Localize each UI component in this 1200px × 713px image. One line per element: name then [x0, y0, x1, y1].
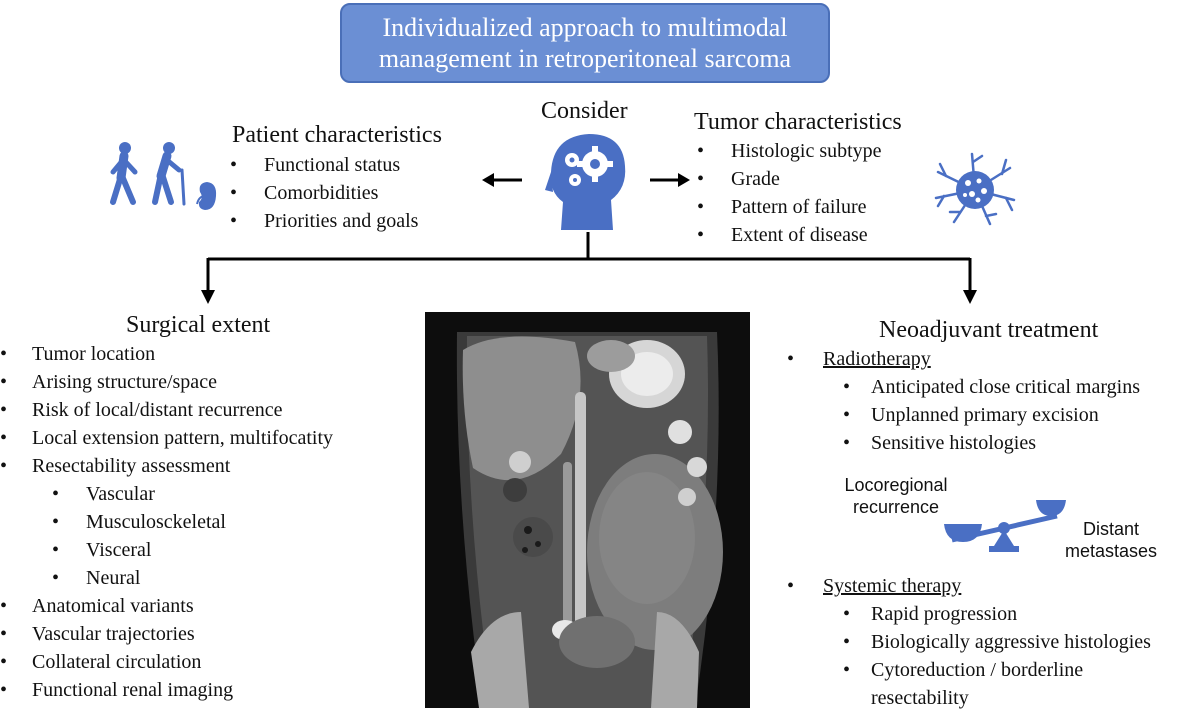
- balance-left-label: Locoregional recurrence: [844, 475, 948, 517]
- list-item: Extent of disease: [697, 221, 882, 249]
- tumor-cell-icon: [934, 152, 1016, 226]
- list-item: Anticipated close critical margins: [787, 373, 1140, 401]
- list-item: Arising structure/space: [0, 368, 333, 396]
- list-item-continuation: resectability: [871, 687, 969, 709]
- kidney-icon: [196, 182, 217, 210]
- arrow-right: [650, 173, 690, 187]
- walking-people-icon: [110, 142, 186, 206]
- ct-scan-image: [425, 312, 750, 708]
- list-item: Unplanned primary excision: [787, 401, 1140, 429]
- list-item: Rapid progression: [787, 600, 1151, 628]
- surgical-heading: Surgical extent: [126, 312, 271, 338]
- title-box: Individualized approach to multimodal ma…: [340, 3, 830, 83]
- list-item: Grade: [697, 165, 882, 193]
- tumor-heading: Tumor characteristics: [694, 109, 902, 135]
- head-gears-icon: [545, 134, 626, 230]
- patient-list: Functional status Comorbidities Prioriti…: [230, 151, 418, 235]
- list-item: Resectability assessment: [0, 452, 333, 480]
- tumor-list: Histologic subtype Grade Pattern of fail…: [697, 137, 882, 249]
- list-item: Biologically aggressive histologies: [787, 628, 1151, 656]
- patient-heading: Patient characteristics: [232, 122, 442, 148]
- list-item: Anatomical variants: [0, 592, 333, 620]
- list-item: Functional status: [230, 151, 418, 179]
- list-item: Collateral circulation: [0, 648, 333, 676]
- radiotherapy-label: Radiotherapy: [823, 348, 931, 370]
- list-item: Neural: [0, 564, 333, 592]
- list-item: Local extension pattern, multifocatity: [0, 424, 333, 452]
- arrow-left: [482, 173, 522, 187]
- neoadjuvant-radio-list: Radiotherapy Anticipated close critical …: [787, 345, 1140, 457]
- list-item: Vascular: [0, 480, 333, 508]
- consider-label: Consider: [541, 98, 628, 124]
- list-item: Tumor location: [0, 340, 333, 368]
- neoadjuvant-systemic-list: Systemic therapy Rapid progression Biolo…: [787, 572, 1151, 712]
- neoadjuvant-heading: Neoadjuvant treatment: [879, 317, 1099, 343]
- list-item: Comorbidities: [230, 179, 418, 207]
- systemic-therapy-label: Systemic therapy: [823, 575, 962, 597]
- list-item: Histologic subtype: [697, 137, 882, 165]
- list-item: Priorities and goals: [230, 207, 418, 235]
- list-item: Pattern of failure: [697, 193, 882, 221]
- list-item: Visceral: [0, 536, 333, 564]
- surgical-list: Tumor location Arising structure/space R…: [0, 340, 333, 704]
- list-item: Vascular trajectories: [0, 620, 333, 648]
- balance-scale-icon: [944, 500, 1066, 552]
- list-item-systemic: Systemic therapy: [787, 572, 1151, 600]
- list-item-radiotherapy: Radiotherapy: [787, 345, 1140, 373]
- list-item: Sensitive histologies: [787, 429, 1140, 457]
- balance-right-label: Distant metastases: [1064, 519, 1158, 561]
- page-title: Individualized approach to multimodal ma…: [378, 13, 792, 73]
- list-item: Risk of local/distant recurrence: [0, 396, 333, 424]
- list-item: Cytoreduction / borderline: [787, 656, 1151, 684]
- list-item: Musculosckeletal: [0, 508, 333, 536]
- list-item: Functional renal imaging: [0, 676, 333, 704]
